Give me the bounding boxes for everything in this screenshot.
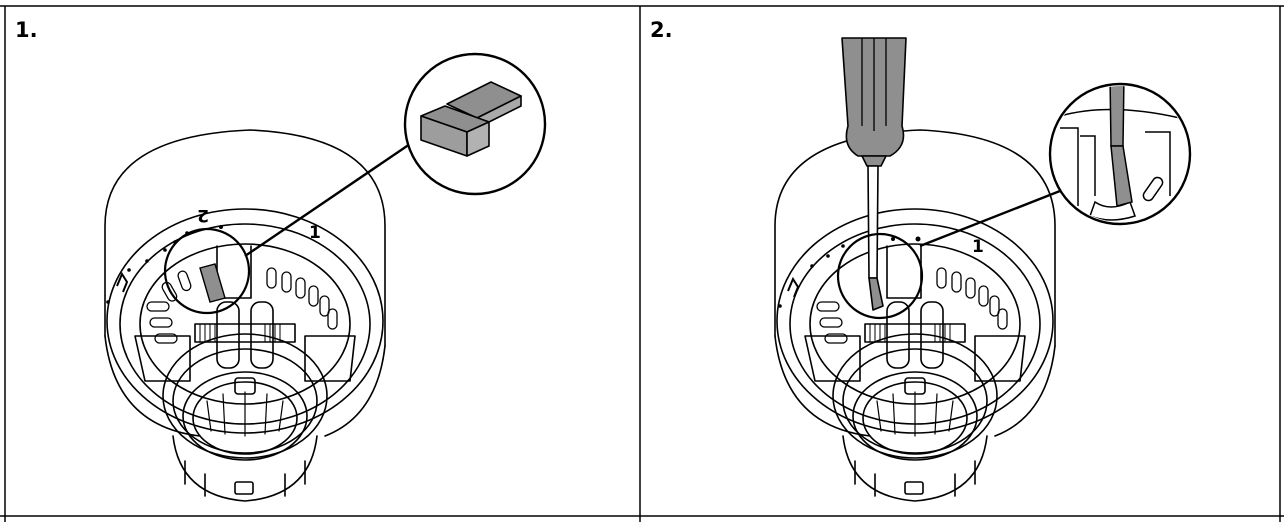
screwdriver-tip-icon [1109, 86, 1133, 207]
scale-label-1: 1 [972, 237, 984, 257]
thermostat-illustration: 2 1 [104, 52, 547, 502]
zoom-detail [1048, 82, 1192, 226]
wedge-block-icon [420, 81, 522, 157]
leader-line [919, 189, 1061, 248]
zoom-detail [403, 52, 547, 196]
step-number: 1. [15, 18, 38, 42]
scale-label-1: 1 [309, 223, 321, 243]
step-number: 2. [650, 18, 673, 42]
detail-highlight-circle [163, 227, 251, 315]
detail-highlight-circle [836, 232, 924, 320]
screwdriver [841, 37, 907, 311]
step-1-panel: 1. [5, 6, 640, 516]
step-2-panel: 2. [640, 6, 1280, 516]
leader-line [244, 143, 411, 257]
thermostat-illustration: 1 [774, 37, 1192, 502]
gray-tab [199, 263, 226, 303]
scale-label-2: 2 [197, 205, 209, 225]
